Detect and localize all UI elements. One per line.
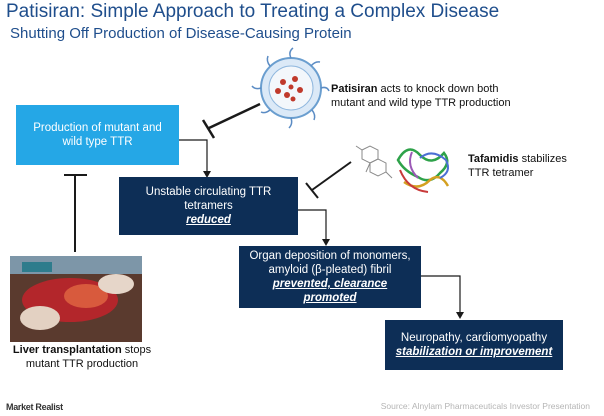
tafamidis-protein-image — [396, 148, 450, 193]
organ-deposition-box: Organ deposition of monomers, amyloid (β… — [239, 246, 421, 308]
liver-description: stops mutant TTR production — [25, 344, 152, 370]
liver-name: Liver transplantation — [12, 344, 122, 356]
neuro-emphasis: stabilization or improvement — [395, 346, 553, 358]
patisiran-description: acts to knock down both mutant and wild … — [331, 83, 511, 109]
neuro-text: Neuropathy, cardiomyopathy — [400, 332, 548, 344]
liver-label: Liver transplantation stops mutant TTR p… — [8, 344, 156, 371]
production-box: Production of mutant and wild type TTR — [16, 105, 179, 165]
liver-transplant-photo — [10, 256, 142, 342]
organ-text: Organ deposition of monomers, amyloid (β… — [249, 250, 411, 276]
slide-title: Patisiran: Simple Approach to Treating a… — [6, 1, 500, 22]
unstable-tetramers-box: Unstable circulating TTR tetramers reduc… — [119, 177, 298, 235]
production-text: Production of mutant and wild type TTR — [33, 122, 162, 148]
patisiran-particle-image — [251, 47, 330, 129]
market-realist-logo: Market Realist — [6, 402, 63, 412]
tafamidis-name: Tafamidis — [468, 153, 519, 165]
patisiran-label: Patisiran acts to knock down both mutant… — [331, 83, 531, 110]
tafamidis-description: stabilizes TTR tetramer — [468, 153, 567, 179]
tafamidis-molecule-image — [355, 145, 393, 179]
source-note: Source: Alnylam Pharmaceuticals Investor… — [380, 401, 590, 411]
tafamidis-label: Tafamidis stabilizes TTR tetramer — [468, 153, 588, 180]
slide-subtitle: Shutting Off Production of Disease-Causi… — [10, 25, 352, 42]
patisiran-name: Patisiran — [331, 83, 378, 95]
organ-emphasis: prevented, clearance promoted — [272, 278, 388, 304]
neuropathy-box: Neuropathy, cardiomyopathy stabilization… — [385, 320, 563, 370]
unstable-text: Unstable circulating TTR tetramers — [145, 186, 272, 212]
unstable-emphasis: reduced — [186, 214, 231, 226]
